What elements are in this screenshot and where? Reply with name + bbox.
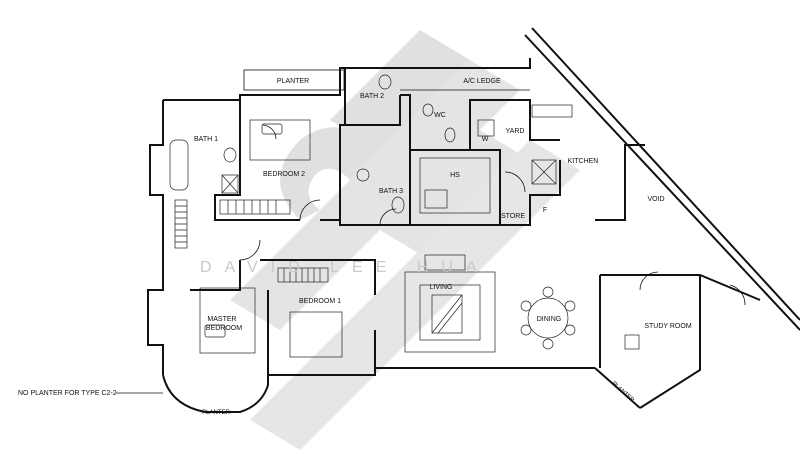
interior-walls [190,68,701,409]
dining-label: DINING [537,316,562,323]
study-room-label: STUDY ROOM [644,323,691,330]
watermark-text: DAVID LEE HUA [200,259,490,276]
ac-ledge-label: A/C LEDGE [463,78,501,85]
planter-top-box [243,69,345,91]
master-bedroom-label-2: BEDROOM [206,325,242,332]
wc-label: WC [434,112,446,119]
hs-label: HS [450,172,460,179]
watermark-logo [230,30,580,450]
bath3-label: BATH 3 [379,188,403,195]
fixtures [169,74,640,358]
planter-top-label: PLANTER [277,78,309,85]
w-mark: W [482,136,489,143]
living-label: LIVING [430,284,453,291]
bath1-label: BATH 1 [194,136,218,143]
master-bedroom-label-1: MASTER [207,316,236,323]
bedroom1-label: BEDROOM 1 [299,298,341,305]
store-label: STORE [501,213,525,220]
void-label: VOID [647,196,664,203]
planter-right-label: PLANTER [610,381,635,404]
planter-note: NO PLANTER FOR TYPE C2-2 [18,390,117,397]
bedroom2-label: BEDROOM 2 [263,171,305,178]
planter-bottom-label: PLANTER [202,410,230,416]
bath2-label: BATH 2 [360,93,384,100]
outer-walls [147,27,800,413]
yard-label: YARD [506,128,525,135]
kitchen-label: KITCHEN [568,158,599,165]
f-mark: F [543,207,547,214]
door-swings [239,124,746,306]
